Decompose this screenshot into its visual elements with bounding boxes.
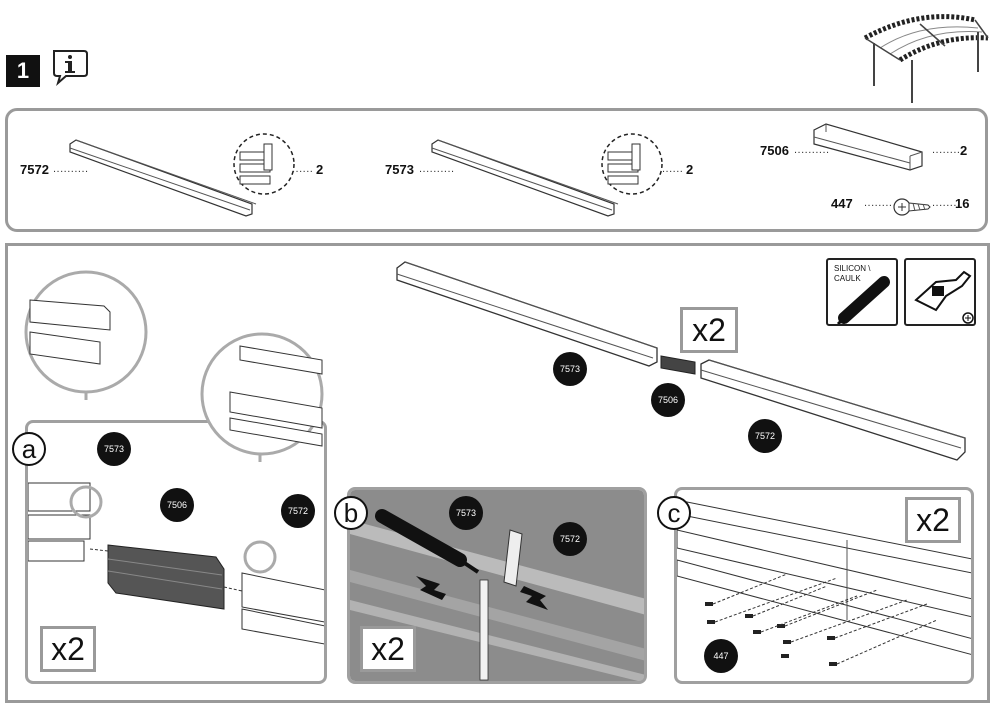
multiplier-box: x2 xyxy=(680,307,738,353)
leader-dots: .......... xyxy=(53,163,89,175)
part-badge-7506: 7506 xyxy=(160,488,194,522)
leader-dots: ...... xyxy=(292,163,314,175)
detail-a-label: a xyxy=(12,432,46,466)
main-assembly-illustration xyxy=(395,260,975,470)
step-number: 1 xyxy=(6,55,40,87)
detail-b-multiplier: x2 xyxy=(360,626,416,672)
leader-dots: ........ xyxy=(932,197,961,209)
parts-list-panel xyxy=(5,108,988,232)
part-badge-7573: 7573 xyxy=(97,432,131,466)
leader-dots: ......... xyxy=(932,144,965,156)
detail-a-zoom-marker-left xyxy=(69,485,103,519)
leader-dots: ......... xyxy=(864,197,897,209)
part-badge-7572: 7572 xyxy=(553,522,587,556)
part-badge-7572: 7572 xyxy=(748,419,782,453)
part-code-7506: 7506 xyxy=(760,143,789,158)
detail-b-label: b xyxy=(334,496,368,530)
rail-7573-illustration xyxy=(428,138,628,220)
leader-dots: .......... xyxy=(419,163,455,175)
detail-a-zoom-marker-right xyxy=(243,540,277,574)
connector-7506-illustration xyxy=(812,122,927,172)
qty-7572: 2 xyxy=(316,162,324,177)
leader-dots: ...... xyxy=(662,163,684,175)
part-code-7573: 7573 xyxy=(385,162,414,177)
detail-a-zoom-circle-left xyxy=(24,270,154,400)
detail-a-zoom-circle-right xyxy=(200,332,330,462)
part-badge-7572: 7572 xyxy=(281,494,315,528)
rail-7572-illustration xyxy=(66,138,306,220)
rail-end-detail-circle xyxy=(232,132,298,198)
part-code-447: 447 xyxy=(831,196,853,211)
info-icon xyxy=(50,47,90,87)
qty-7573: 2 xyxy=(686,162,694,177)
detail-c-multiplier: x2 xyxy=(905,497,961,543)
detail-a-multiplier: x2 xyxy=(40,626,96,672)
drill-tool xyxy=(904,258,976,326)
screw-447-illustration xyxy=(892,194,932,220)
silicone-caulk-label: SILICON \ CAULK xyxy=(834,264,871,283)
part-code-7572: 7572 xyxy=(20,162,49,177)
detail-c-label: c xyxy=(657,496,691,530)
part-badge-7573: 7573 xyxy=(449,496,483,530)
rail-end-detail-circle xyxy=(600,132,666,198)
qty-7506: 2 xyxy=(960,143,968,158)
carport-overview-illustration xyxy=(860,10,990,105)
qty-447: 16 xyxy=(955,196,970,211)
part-badge-447: 447 xyxy=(704,639,738,673)
silicone-caulk-tool: SILICON \ CAULK xyxy=(826,258,898,326)
part-badge-7506: 7506 xyxy=(651,383,685,417)
leader-dots: .......... xyxy=(794,144,830,156)
part-badge-7573: 7573 xyxy=(553,352,587,386)
assembly-panel xyxy=(5,243,990,703)
